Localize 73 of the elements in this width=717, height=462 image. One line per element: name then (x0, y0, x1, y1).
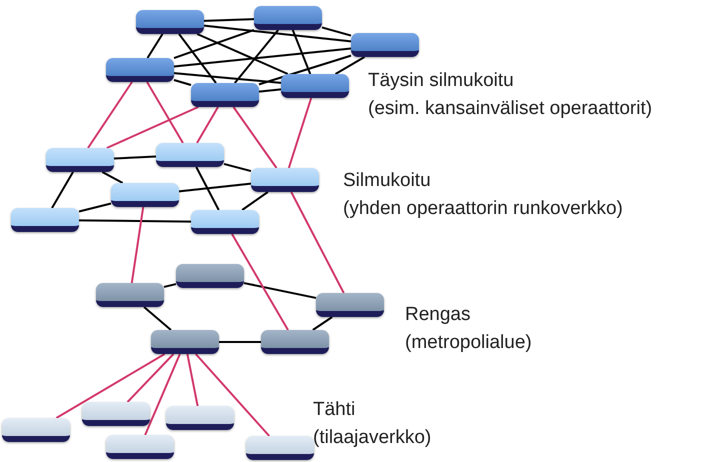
network-link (242, 191, 268, 211)
network-link (51, 172, 74, 208)
network-node (151, 330, 219, 354)
topology-name: Rengas (405, 304, 470, 326)
network-link (244, 282, 316, 299)
network-link (143, 306, 172, 331)
network-link (114, 156, 156, 160)
network-link (224, 162, 252, 172)
network-node (246, 436, 314, 460)
network-link (196, 33, 288, 75)
network-node (281, 74, 349, 98)
network-node (2, 418, 70, 442)
topology-name: Täysin silmukoitu (368, 70, 514, 92)
network-node (111, 183, 179, 207)
network-link (219, 341, 261, 343)
network-link (56, 353, 166, 419)
network-link (78, 202, 112, 212)
network-link (146, 82, 184, 144)
network-node (96, 283, 164, 307)
network-node (11, 208, 79, 232)
network-node (254, 6, 322, 30)
network-link (186, 354, 199, 406)
network-link (292, 30, 312, 74)
network-link (174, 47, 352, 68)
network-link (78, 219, 192, 223)
network-link (288, 98, 312, 168)
network-link (106, 106, 199, 149)
topology-name: Silmukoitu (343, 170, 431, 192)
network-link (178, 182, 252, 192)
network-node (191, 210, 259, 234)
network-node (156, 143, 224, 167)
network-link (322, 26, 352, 36)
network-link (130, 206, 144, 284)
network-node (166, 406, 234, 430)
network-node (82, 402, 150, 426)
network-node (316, 293, 384, 317)
network-link (174, 72, 282, 84)
network-link (232, 106, 278, 169)
network-link (102, 171, 124, 184)
network-link (196, 106, 219, 144)
network-node (261, 330, 329, 354)
network-link (174, 79, 192, 86)
network-link (195, 166, 220, 210)
network-link (312, 316, 333, 331)
network-link (334, 56, 366, 75)
network-node (251, 168, 319, 192)
network-node (176, 264, 244, 288)
network-node (351, 33, 419, 57)
network-link (204, 18, 254, 22)
network-node (46, 148, 114, 172)
network-link (174, 29, 254, 59)
network-node (136, 10, 204, 34)
network-link (144, 354, 181, 436)
network-link (290, 192, 345, 294)
topology-description: (tilaajaverkko) (313, 427, 432, 449)
topology-description: (metropolialue) (405, 332, 532, 354)
topology-description: (yhden operaattorin runkoverkko) (343, 198, 623, 220)
network-node (191, 83, 259, 107)
network-link (234, 29, 279, 84)
network-link (126, 353, 174, 403)
network-link (195, 353, 270, 437)
network-link (204, 24, 352, 42)
network-link (231, 234, 289, 330)
network-link (178, 33, 217, 84)
network-link (87, 81, 133, 149)
network-node (106, 58, 174, 82)
topology-name: Tähti (313, 399, 356, 421)
network-link (258, 88, 282, 93)
topology-description: (esim. kansainväliset operaattorit) (368, 98, 652, 120)
network-node (106, 435, 174, 459)
network-link (164, 283, 176, 288)
network-link (146, 33, 164, 59)
network-link (258, 54, 352, 86)
